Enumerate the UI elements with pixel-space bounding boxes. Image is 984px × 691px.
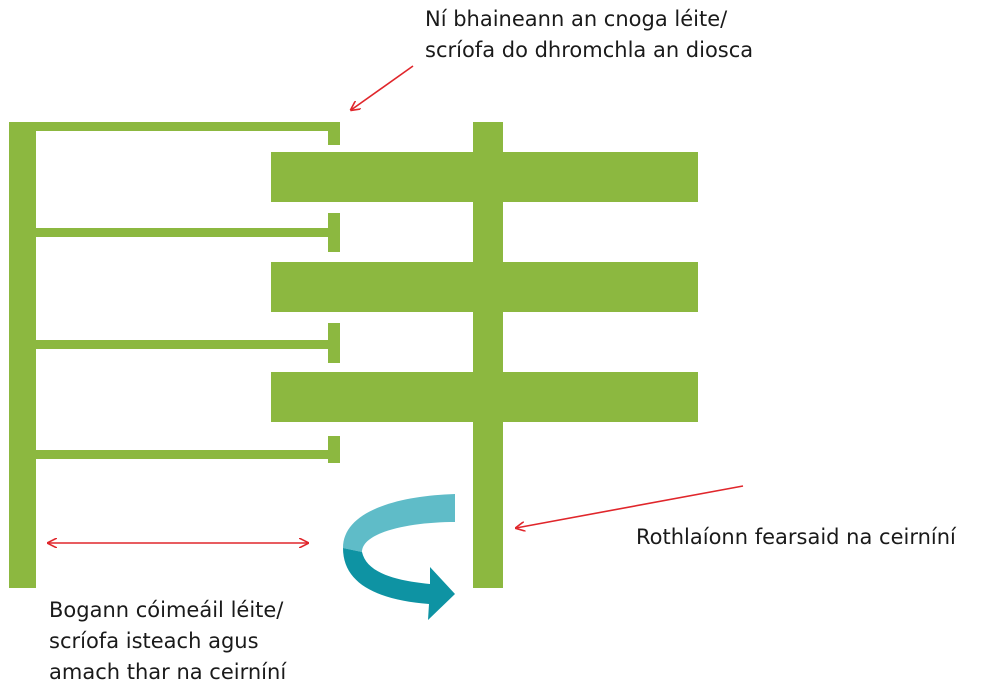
annotation-line: Rothlaíonn fearsaid na ceirníní <box>636 525 956 549</box>
annotation-line: scríofa do dhromchla an diosca <box>425 38 754 62</box>
platter <box>271 152 698 202</box>
platter <box>271 372 698 422</box>
pointer-arrow-spindle <box>516 485 744 528</box>
rotation-arrow-back <box>343 494 455 552</box>
read-write-head <box>328 323 340 363</box>
annotation-assembly-movement: Bogann cóimeáil léite/ scríofa isteach a… <box>49 595 286 688</box>
head-arm <box>36 122 332 131</box>
head-arm <box>36 450 332 459</box>
head-arm <box>36 228 332 237</box>
read-write-head <box>328 436 340 463</box>
annotation-spindle: Rothlaíonn fearsaid na ceirníní <box>636 522 956 553</box>
pointer-arrow-head-gap <box>351 65 414 110</box>
head-arm <box>36 340 332 349</box>
annotation-line: Bogann cóimeáil léite/ <box>49 598 284 622</box>
platter <box>271 262 698 312</box>
annotation-head-gap: Ní bhaineann an cnoga léite/ scríofa do … <box>425 4 753 66</box>
annotation-line: amach thar na ceirníní <box>49 660 287 684</box>
annotation-line: Ní bhaineann an cnoga léite/ <box>425 7 728 31</box>
head-assembly-column <box>9 122 36 588</box>
annotation-line: scríofa isteach agus <box>49 629 259 653</box>
read-write-head <box>328 122 340 145</box>
read-write-head <box>328 213 340 252</box>
rotation-arrow-front <box>343 548 455 620</box>
